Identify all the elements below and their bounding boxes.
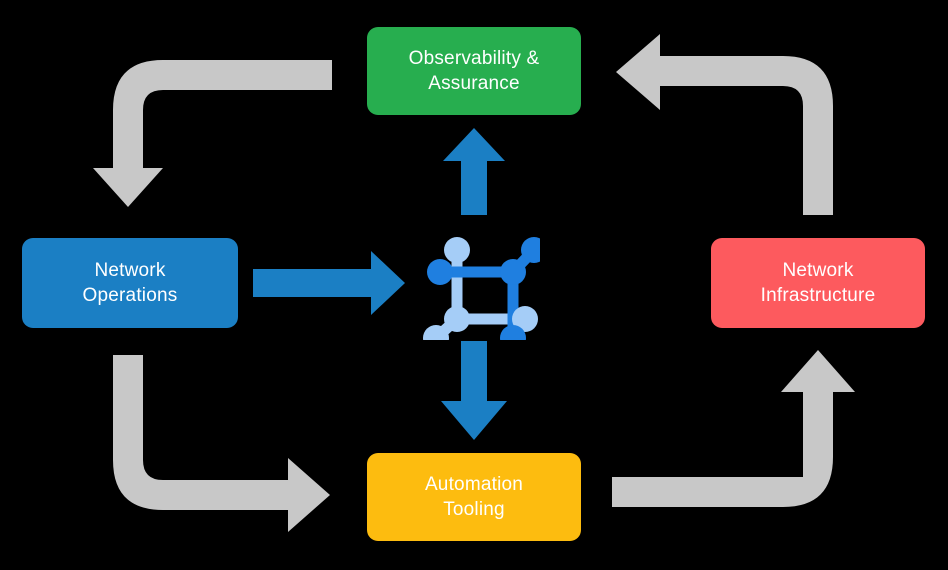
- arrow-center-to-observability: [443, 128, 505, 215]
- node-network-operations[interactable]: Network Operations: [22, 238, 238, 328]
- node-automation-tooling[interactable]: Automation Tooling: [367, 453, 581, 541]
- network-topology-icon: [423, 237, 540, 340]
- node-observability-assurance[interactable]: Observability & Assurance: [367, 27, 581, 115]
- arrow-operations-to-center: [253, 251, 405, 315]
- arrow-observability-to-operations: [93, 60, 332, 207]
- arrow-operations-to-automation: [113, 355, 330, 532]
- node-network-infrastructure-label: Network Infrastructure: [760, 259, 876, 306]
- node-observability-label: Observability & Assurance: [408, 47, 540, 94]
- arrow-automation-to-infrastructure: [612, 350, 855, 507]
- node-network-infrastructure[interactable]: Network Infrastructure: [711, 238, 925, 328]
- arrow-center-to-automation: [441, 341, 507, 440]
- node-automation-tooling-label: Automation Tooling: [424, 473, 524, 520]
- arrow-infrastructure-to-observability: [616, 34, 833, 215]
- node-network-operations-label: Network Operations: [82, 259, 178, 306]
